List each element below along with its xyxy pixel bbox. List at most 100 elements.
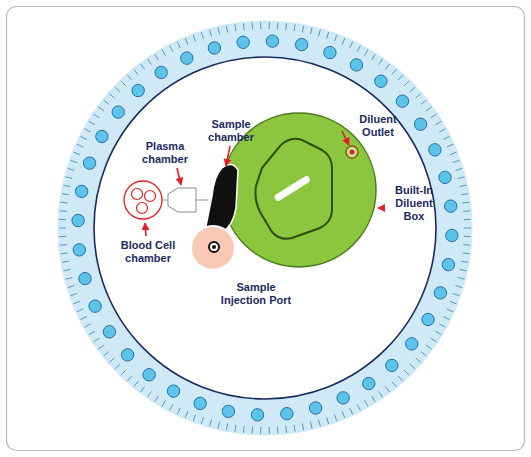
tick-mark: [73, 301, 80, 304]
tick-mark: [64, 185, 71, 186]
tick-mark: [439, 324, 445, 327]
tick-mark: [350, 42, 353, 48]
tick-mark: [60, 210, 67, 212]
tick-mark: [134, 381, 138, 386]
tick-mark: [456, 286, 463, 288]
tick-mark: [93, 338, 99, 342]
cuvette-dot: [422, 313, 434, 325]
tick-mark: [426, 107, 432, 111]
tick-mark: [252, 22, 253, 29]
tick-mark: [277, 22, 278, 29]
tick-mark: [285, 426, 287, 433]
tick-mark: [127, 376, 132, 381]
cuvette-dot: [439, 171, 451, 183]
tick-mark: [426, 345, 432, 349]
plasma-chamber: [168, 188, 196, 212]
plasma-channel: [196, 200, 208, 201]
cuvette-dot: [72, 214, 84, 226]
tick-mark: [372, 396, 376, 402]
tick-mark: [458, 177, 465, 179]
cuvette-dot: [112, 106, 124, 118]
cuvette-dot: [73, 244, 85, 256]
tick-mark: [450, 152, 457, 155]
cuvette-dot: [103, 326, 115, 338]
cuvette-dot: [442, 258, 454, 270]
leader-arrow: [342, 131, 349, 145]
cuvette-dot: [79, 272, 91, 284]
cuvette-dot: [414, 118, 426, 130]
cuvette-dot: [96, 130, 108, 142]
frame: [7, 7, 525, 451]
tick-mark: [392, 381, 396, 386]
tick-mark: [115, 364, 120, 369]
tick-mark: [115, 87, 120, 92]
tick-mark: [342, 38, 345, 44]
tick-mark: [398, 376, 403, 381]
tick-mark: [162, 400, 166, 406]
cuvette-dot: [75, 185, 87, 197]
tick-mark: [416, 93, 421, 98]
tick-mark: [456, 168, 463, 170]
cuvette-dot: [237, 36, 249, 48]
diluent-slot: [273, 175, 311, 202]
tick-mark: [243, 426, 245, 433]
tick-mark: [458, 277, 465, 279]
injection-port: [191, 226, 235, 270]
blood-cell-chamber: [124, 181, 162, 219]
tick-mark: [302, 26, 303, 33]
part-label: Plasma chamber: [137, 140, 193, 166]
cuvette-dot: [363, 377, 375, 389]
tick-mark: [453, 160, 460, 162]
tick-mark: [155, 54, 159, 60]
tick-mark: [463, 244, 470, 246]
tick-mark: [59, 228, 66, 229]
cuvette-dot: [309, 402, 321, 414]
tick-mark: [464, 219, 471, 220]
tick-mark: [385, 387, 389, 393]
tick-mark: [193, 35, 195, 42]
tick-mark: [121, 370, 126, 375]
part-label: Built-In Diluent Box: [388, 184, 440, 223]
blood-cell: [137, 203, 148, 214]
tick-mark: [404, 370, 409, 375]
tick-mark: [462, 202, 469, 204]
cuvette-dot: [121, 349, 133, 361]
cuvette-dot: [445, 200, 457, 212]
cuvette-dot: [281, 408, 293, 420]
inner-disc: [94, 57, 436, 399]
tick-mark: [443, 136, 449, 139]
tick-mark: [65, 177, 72, 179]
tick-mark: [70, 293, 77, 295]
part-label: Blood Cell chamber: [114, 239, 182, 265]
tick-mark: [210, 30, 212, 37]
tick-mark: [98, 107, 104, 111]
tick-mark: [80, 136, 86, 139]
leader-arrow: [177, 168, 181, 185]
tick-mark: [431, 338, 437, 342]
tick-mark: [350, 408, 353, 414]
tick-marks: [59, 22, 471, 434]
tick-mark: [421, 100, 426, 104]
tick-mark: [89, 121, 95, 125]
sample-chamber: [206, 164, 238, 233]
tick-mark: [84, 324, 90, 327]
tick-mark: [62, 261, 69, 262]
tick-mark: [185, 411, 188, 417]
tick-mark: [365, 400, 369, 406]
tick-mark: [59, 236, 66, 237]
tick-mark: [147, 59, 151, 65]
cuvette-dot: [132, 84, 144, 96]
tick-mark: [447, 309, 453, 312]
tick-mark: [61, 202, 68, 204]
tick-mark: [357, 404, 360, 410]
tick-mark: [109, 93, 114, 98]
cuvette-dot: [181, 52, 193, 64]
tick-mark: [460, 185, 467, 186]
cuvette-dot: [251, 409, 263, 421]
tick-mark: [80, 316, 86, 319]
tick-mark: [421, 352, 426, 356]
tick-mark: [64, 269, 71, 270]
cuvette-dot: [429, 144, 441, 156]
tick-mark: [218, 27, 220, 34]
cuvette-dot: [167, 385, 179, 397]
